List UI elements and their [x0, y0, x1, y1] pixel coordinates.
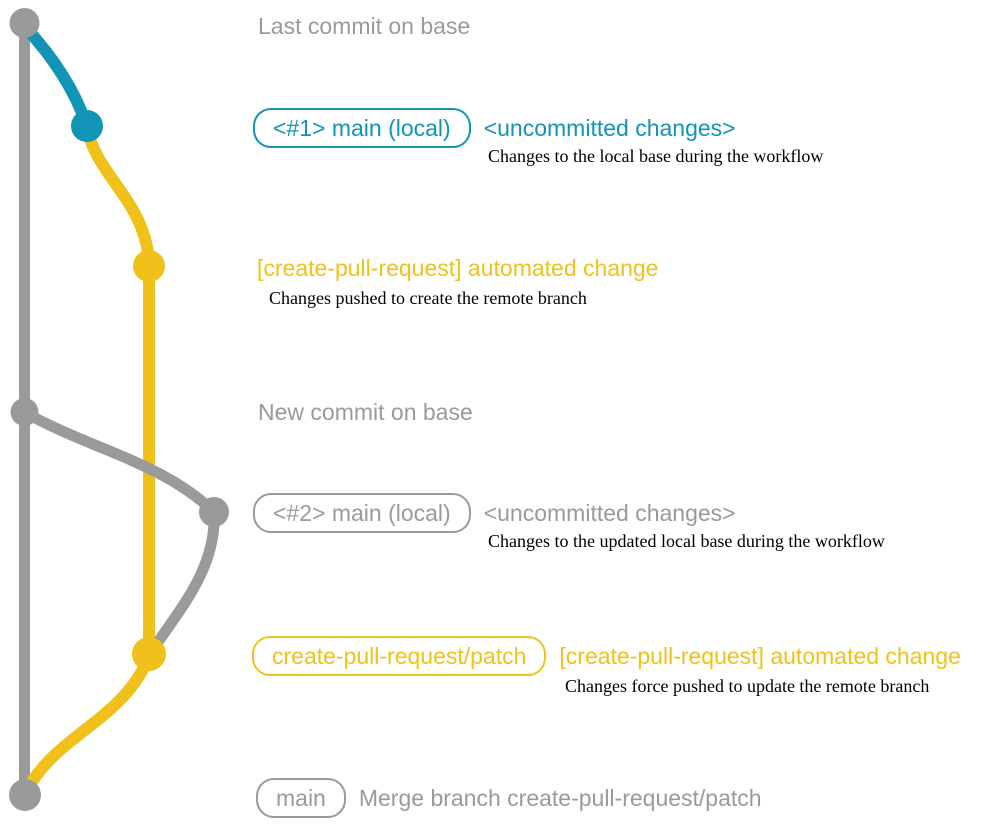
step1-description: Changes to the local base during the wor…: [488, 146, 824, 166]
badge-main-local-2: <#2> main (local): [253, 493, 471, 533]
label-new-commit-on-base: New commit on base: [258, 399, 473, 425]
rebase-curve-in: [144, 506, 220, 660]
merge-row: main Merge branch create-pull-request/pa…: [256, 778, 762, 818]
step3-title: <uncommitted changes>: [483, 500, 736, 526]
step3-description: Changes to the updated local base during…: [488, 531, 885, 551]
badge-main: main: [256, 778, 346, 818]
patch-branch-curve-top: [81, 120, 155, 272]
step3-row: <#2> main (local) <uncommitted changes>: [253, 493, 736, 533]
patch-merge-curve: [21, 648, 156, 796]
commit-node-updated-local: [199, 497, 229, 527]
commit-node-automated-2: [132, 637, 166, 671]
step1-title: <uncommitted changes>: [483, 115, 736, 141]
step1-row: <#1> main (local) <uncommitted changes>: [253, 108, 736, 148]
step2-description: Changes pushed to create the remote bran…: [269, 288, 587, 308]
main-local-branch-curve: [20, 22, 93, 132]
commit-node-last-base: [9, 8, 40, 38]
merge-label: Merge branch create-pull-request/patch: [358, 785, 762, 811]
commit-node-merge: [9, 779, 41, 811]
rebase-curve-out: [18, 406, 220, 518]
step4-row: create-pull-request/patch [create-pull-r…: [252, 636, 961, 676]
commit-node-automated-1: [133, 250, 165, 282]
step4-title: [create-pull-request] automated change: [559, 643, 961, 669]
step4-description: Changes force pushed to update the remot…: [565, 676, 930, 696]
label-last-commit-on-base: Last commit on base: [258, 13, 471, 39]
commit-node-uncommitted-1: [71, 110, 103, 142]
commit-node-new-base: [10, 398, 39, 426]
commit-graph: [9, 8, 229, 811]
step2-title: [create-pull-request] automated change: [257, 255, 659, 281]
badge-main-local-1: <#1> main (local): [253, 108, 471, 148]
badge-create-pull-request-patch: create-pull-request/patch: [252, 636, 547, 676]
